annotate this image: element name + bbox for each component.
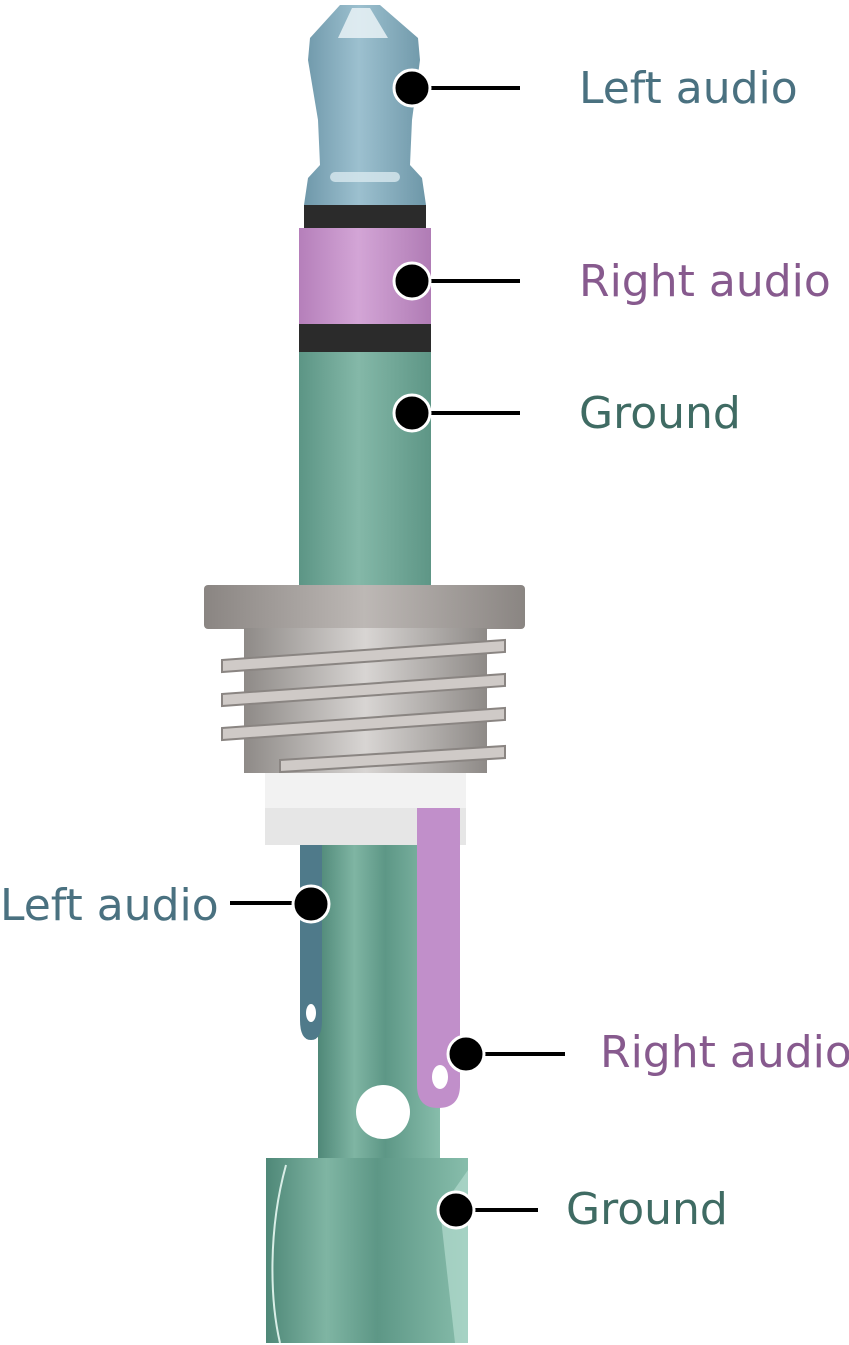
callout-dot [436, 1190, 476, 1230]
insulator-ring-2 [299, 324, 431, 352]
label-plug-tip: Left audio [579, 63, 798, 114]
jack-flange [204, 585, 525, 629]
callout-plug-ring: Right audio [392, 256, 831, 307]
callout-dot [392, 393, 432, 433]
callout-plug-sleeve: Ground [392, 388, 741, 439]
callout-dot [291, 884, 331, 924]
label-plug-ring: Right audio [579, 256, 831, 307]
jack-ground-base [266, 1158, 468, 1343]
label-jack-left: Left audio [0, 880, 219, 931]
callout-dot [392, 261, 432, 301]
tip-highlight [338, 8, 388, 38]
callout-dot [392, 68, 432, 108]
right-lug-hole [432, 1065, 448, 1089]
plug-tip [304, 5, 426, 205]
jack-mounting-hole [356, 1085, 410, 1139]
callout-jack-right: Right audio [446, 1027, 849, 1078]
callout-plug-tip: Left audio [392, 63, 798, 114]
callout-jack-left: Left audio [0, 880, 331, 931]
left-lug-hole [306, 1004, 316, 1022]
jack-threads [221, 638, 506, 774]
plug-sleeve [299, 352, 431, 592]
plug [299, 5, 431, 592]
base-curve [271, 1164, 287, 1344]
callout-dot [446, 1034, 486, 1074]
tip-band-highlight [330, 172, 400, 182]
jack [204, 585, 525, 1344]
jack-right-lug [417, 808, 460, 1108]
label-jack-ground: Ground [566, 1184, 728, 1235]
label-plug-sleeve: Ground [579, 388, 741, 439]
jack-insulator-top [265, 773, 466, 808]
callout-jack-ground: Ground [436, 1184, 728, 1235]
insulator-ring-1 [304, 205, 426, 228]
label-jack-right: Right audio [600, 1027, 849, 1078]
